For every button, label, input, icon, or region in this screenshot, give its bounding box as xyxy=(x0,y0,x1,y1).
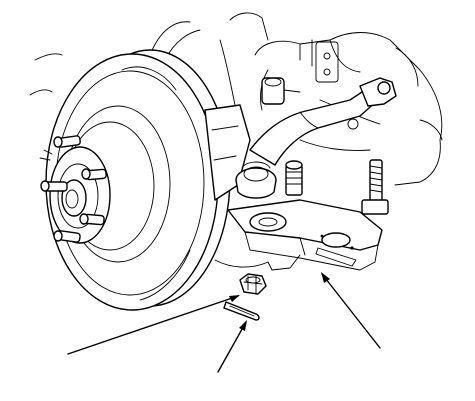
arrowhead-lower-control-arm xyxy=(321,272,330,283)
arrowhead-cotter-pin xyxy=(239,320,247,331)
ball-joint xyxy=(235,161,277,199)
cotter-pin xyxy=(223,301,260,321)
wheel-stud xyxy=(40,180,68,192)
castle-nut xyxy=(239,273,267,295)
wheel-stud xyxy=(53,230,81,243)
stabilizer-link xyxy=(285,160,303,196)
callout-leaders xyxy=(67,272,381,373)
wheel-stud xyxy=(53,135,81,148)
damper-bolt xyxy=(361,159,389,215)
callout-leader-cotter-pin xyxy=(217,321,247,373)
upper-control-arm xyxy=(249,77,397,166)
lower-control-arm xyxy=(227,199,383,271)
brake-rotor xyxy=(45,49,231,311)
wheel-studs xyxy=(40,135,107,243)
arrowhead-castle-nut xyxy=(229,295,240,302)
wheel-stud xyxy=(79,213,105,226)
callout-leader-lower-control-arm xyxy=(321,273,381,349)
callout-leader-castle-nut xyxy=(67,295,239,355)
wheel-stud xyxy=(81,168,107,181)
